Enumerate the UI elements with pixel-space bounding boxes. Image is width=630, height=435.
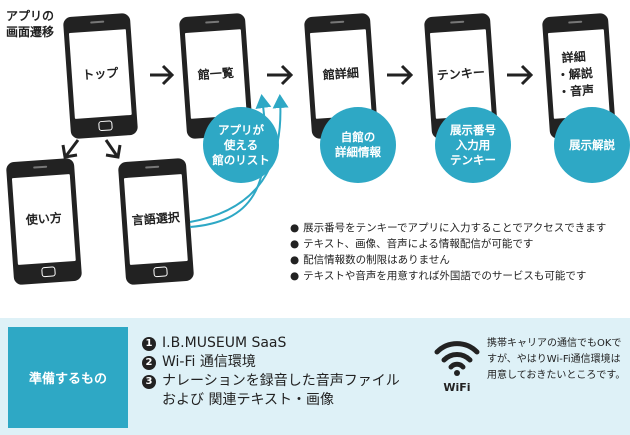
requirement-text: ナレーションを録音した音声ファイル bbox=[162, 373, 400, 389]
feature-text: 展示番号をテンキーでアプリに入力することでアクセスできます bbox=[303, 222, 607, 234]
requirement-item: 3 ナレーションを録音した音声ファイル bbox=[142, 372, 400, 391]
diagram-title: アプリの 画面遷移 bbox=[6, 8, 54, 40]
badge-list-line-3: 館のリスト bbox=[212, 152, 270, 167]
requirement-text: および 関連テキスト・画像 bbox=[162, 392, 335, 408]
wifi-note: 携帯キャリアの通信でもOKですが、やはりWi-Fi通信環境は用意しておきたいとこ… bbox=[487, 338, 626, 381]
requirement-item-continued: および 関連テキスト・画像 bbox=[142, 391, 400, 410]
badge-tenkey-line-2: 入力用 bbox=[455, 137, 491, 152]
arrow-tenkey-to-final bbox=[507, 64, 534, 86]
badge-detail-line-1: 自館の bbox=[340, 130, 376, 144]
requirement-item: 2 Wi-Fi 通信環境 bbox=[142, 353, 400, 372]
preparation-label-box: 準備するもの bbox=[8, 327, 128, 428]
requirement-text: Wi-Fi 通信環境 bbox=[162, 354, 256, 370]
bullet-dot: ● bbox=[290, 238, 300, 250]
feature-item: ●テキストや音声を用意すれば外国語でのサービスも可能です bbox=[290, 268, 625, 284]
badge-detail-line-2: 詳細情報 bbox=[335, 145, 381, 159]
feature-item: ●展示番号をテンキーでアプリに入力することでアクセスできます bbox=[290, 220, 625, 236]
arrow-top-to-list bbox=[150, 64, 175, 86]
number-badge: 2 bbox=[142, 356, 156, 370]
title-line-2: 画面遷移 bbox=[6, 25, 55, 39]
title-line-1: アプリの bbox=[6, 9, 55, 23]
requirements-list: 1 I.B.MUSEUM SaaS 2 Wi-Fi 通信環境 3 ナレーションを録音し… bbox=[142, 334, 400, 410]
badge-tenkey: 展示番号 入力用 テンキー bbox=[435, 107, 511, 183]
badge-detail: 自館の 詳細情報 bbox=[320, 107, 396, 183]
feature-item: ●テキスト、画像、音声による情報配信が可能です bbox=[290, 236, 625, 252]
number-badge: 1 bbox=[142, 337, 156, 351]
number-badge: 3 bbox=[142, 375, 156, 389]
feature-item: ●配信情報数の制限はありません bbox=[290, 252, 625, 268]
badge-list-line-2: 使える bbox=[223, 137, 259, 152]
arrow-list-to-detail bbox=[267, 64, 294, 86]
feature-text: テキスト、画像、音声による情報配信が可能です bbox=[303, 238, 534, 250]
feature-list: ●展示番号をテンキーでアプリに入力することでアクセスできます ●テキスト、画像、… bbox=[290, 220, 625, 284]
requirement-item: 1 I.B.MUSEUM SaaS bbox=[142, 334, 400, 353]
badge-tenkey-line-1: 展示番号 bbox=[450, 122, 496, 137]
requirement-text: I.B.MUSEUM SaaS bbox=[162, 335, 287, 351]
badge-tenkey-line-3: テンキー bbox=[450, 152, 496, 167]
arrow-top-to-howto bbox=[61, 139, 80, 159]
wifi-label: WiFi bbox=[443, 381, 471, 394]
badge-list: アプリが 使える 館のリスト bbox=[203, 107, 279, 183]
badge-list-line-1: アプリが bbox=[218, 122, 264, 137]
arrow-top-to-language bbox=[104, 139, 122, 159]
badge-final-line-1: 展示解説 bbox=[569, 137, 615, 152]
bullet-dot: ● bbox=[290, 254, 300, 266]
feature-text: 配信情報数の制限はありません bbox=[303, 254, 450, 266]
wifi-icon bbox=[434, 341, 480, 376]
feature-text: テキストや音声を用意すれば外国語でのサービスも可能です bbox=[303, 270, 587, 282]
badge-final: 展示解説 bbox=[554, 107, 630, 183]
bullet-dot: ● bbox=[290, 270, 300, 282]
arrow-detail-to-tenkey bbox=[387, 64, 414, 86]
bullet-dot: ● bbox=[290, 222, 300, 234]
preparation-label: 準備するもの bbox=[28, 372, 107, 387]
